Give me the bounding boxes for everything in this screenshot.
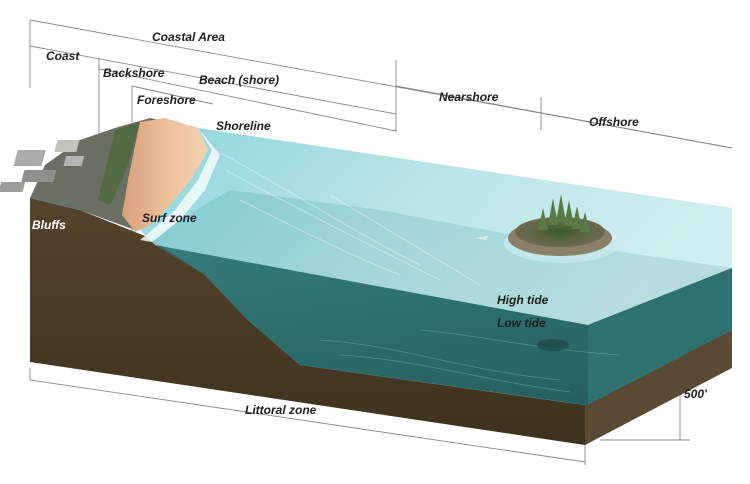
label-beach-shore: Beach (shore) [199,73,279,87]
nearshore-line [395,85,733,149]
earth-side-face [585,330,732,445]
coast-line [29,45,397,115]
earth-block [30,198,732,445]
island [475,194,620,263]
boat [475,236,488,240]
label-backshore: Backshore [103,66,165,80]
water-side-face [588,268,732,405]
town-buildings [0,140,85,192]
wave-streaks [214,149,481,286]
label-coastal-area: Coastal Area [152,30,225,44]
submerged-rock [537,339,569,351]
label-coast: Coast [46,49,80,63]
labels: Coastal Area Coast Backshore Beach (shor… [32,30,708,417]
foreshore-line [131,85,214,105]
label-high-tide: High tide [497,293,549,307]
dimension-lines [29,19,733,465]
littoral-line [29,379,586,463]
floor-ripples [319,329,621,393]
label-littoral-zone: Littoral zone [245,403,317,417]
green-strip [98,122,140,205]
label-foreshore: Foreshore [137,93,196,107]
label-surf-zone: Surf zone [142,211,197,225]
water-front-face [155,245,588,405]
label-nearshore: Nearshore [439,90,499,104]
label-offshore: Offshore [589,115,639,129]
sand-beach [122,118,208,232]
earth-cross-section [30,198,585,445]
label-depth: 500' [684,387,708,401]
label-bluffs: Bluffs [32,218,66,232]
label-low-tide: Low tide [497,316,546,330]
coast-land [0,118,220,242]
water-surface [138,128,732,325]
water-volume [138,128,732,405]
surf-foam [140,128,220,242]
beach-line [98,68,397,132]
island-trees [538,194,590,232]
label-shoreline: Shoreline [216,119,271,133]
